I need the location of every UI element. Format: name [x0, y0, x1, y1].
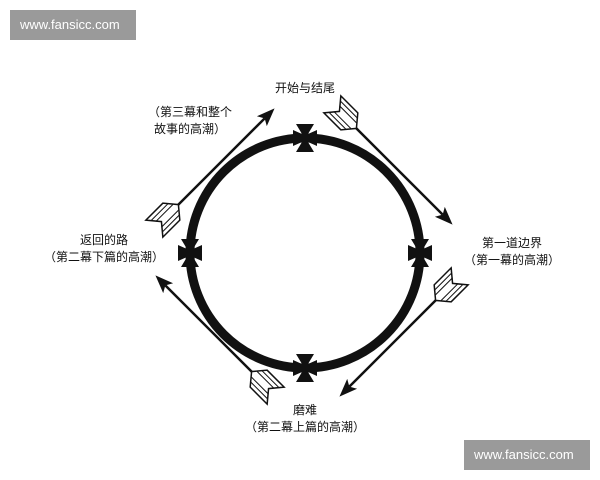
cycle-circle	[185, 133, 425, 373]
label-ordeal-line2: （第二幕上篇的高潮）	[244, 420, 365, 434]
label-first-threshold-line2: （第一幕的高潮）	[463, 253, 560, 267]
label-road-back-line1: 返回的路	[79, 233, 128, 247]
label-act-three-climax-line1: （第三幕和整个	[147, 105, 232, 119]
label-act-three-climax: （第三幕和整个 故事的高潮）	[125, 104, 255, 138]
label-start-and-end-line1: 开始与结尾	[274, 81, 335, 95]
arrow-bottom-right	[329, 266, 470, 407]
label-ordeal-line1: 磨难	[292, 403, 317, 417]
label-ordeal: 磨难 （第二幕上篇的高潮）	[225, 402, 385, 436]
label-first-threshold-line1: 第一道边界	[481, 236, 542, 250]
arrow-bottom-left	[145, 265, 286, 406]
arrow-top-right	[322, 94, 463, 235]
label-road-back: 返回的路 （第二幕下篇的高潮）	[38, 232, 170, 266]
watermark-bottom: www.fansicc.com	[464, 440, 590, 470]
marker-right	[408, 239, 432, 267]
marker-bottom	[293, 354, 317, 382]
watermark-top: www.fansicc.com	[10, 10, 136, 40]
label-road-back-line2: （第二幕下篇的高潮）	[43, 250, 164, 264]
label-first-threshold: 第一道边界 （第一幕的高潮）	[452, 235, 572, 269]
marker-left	[178, 239, 202, 267]
label-act-three-climax-line2: 故事的高潮）	[153, 122, 226, 136]
label-start-and-end: 开始与结尾	[250, 80, 360, 97]
marker-top	[293, 124, 317, 152]
